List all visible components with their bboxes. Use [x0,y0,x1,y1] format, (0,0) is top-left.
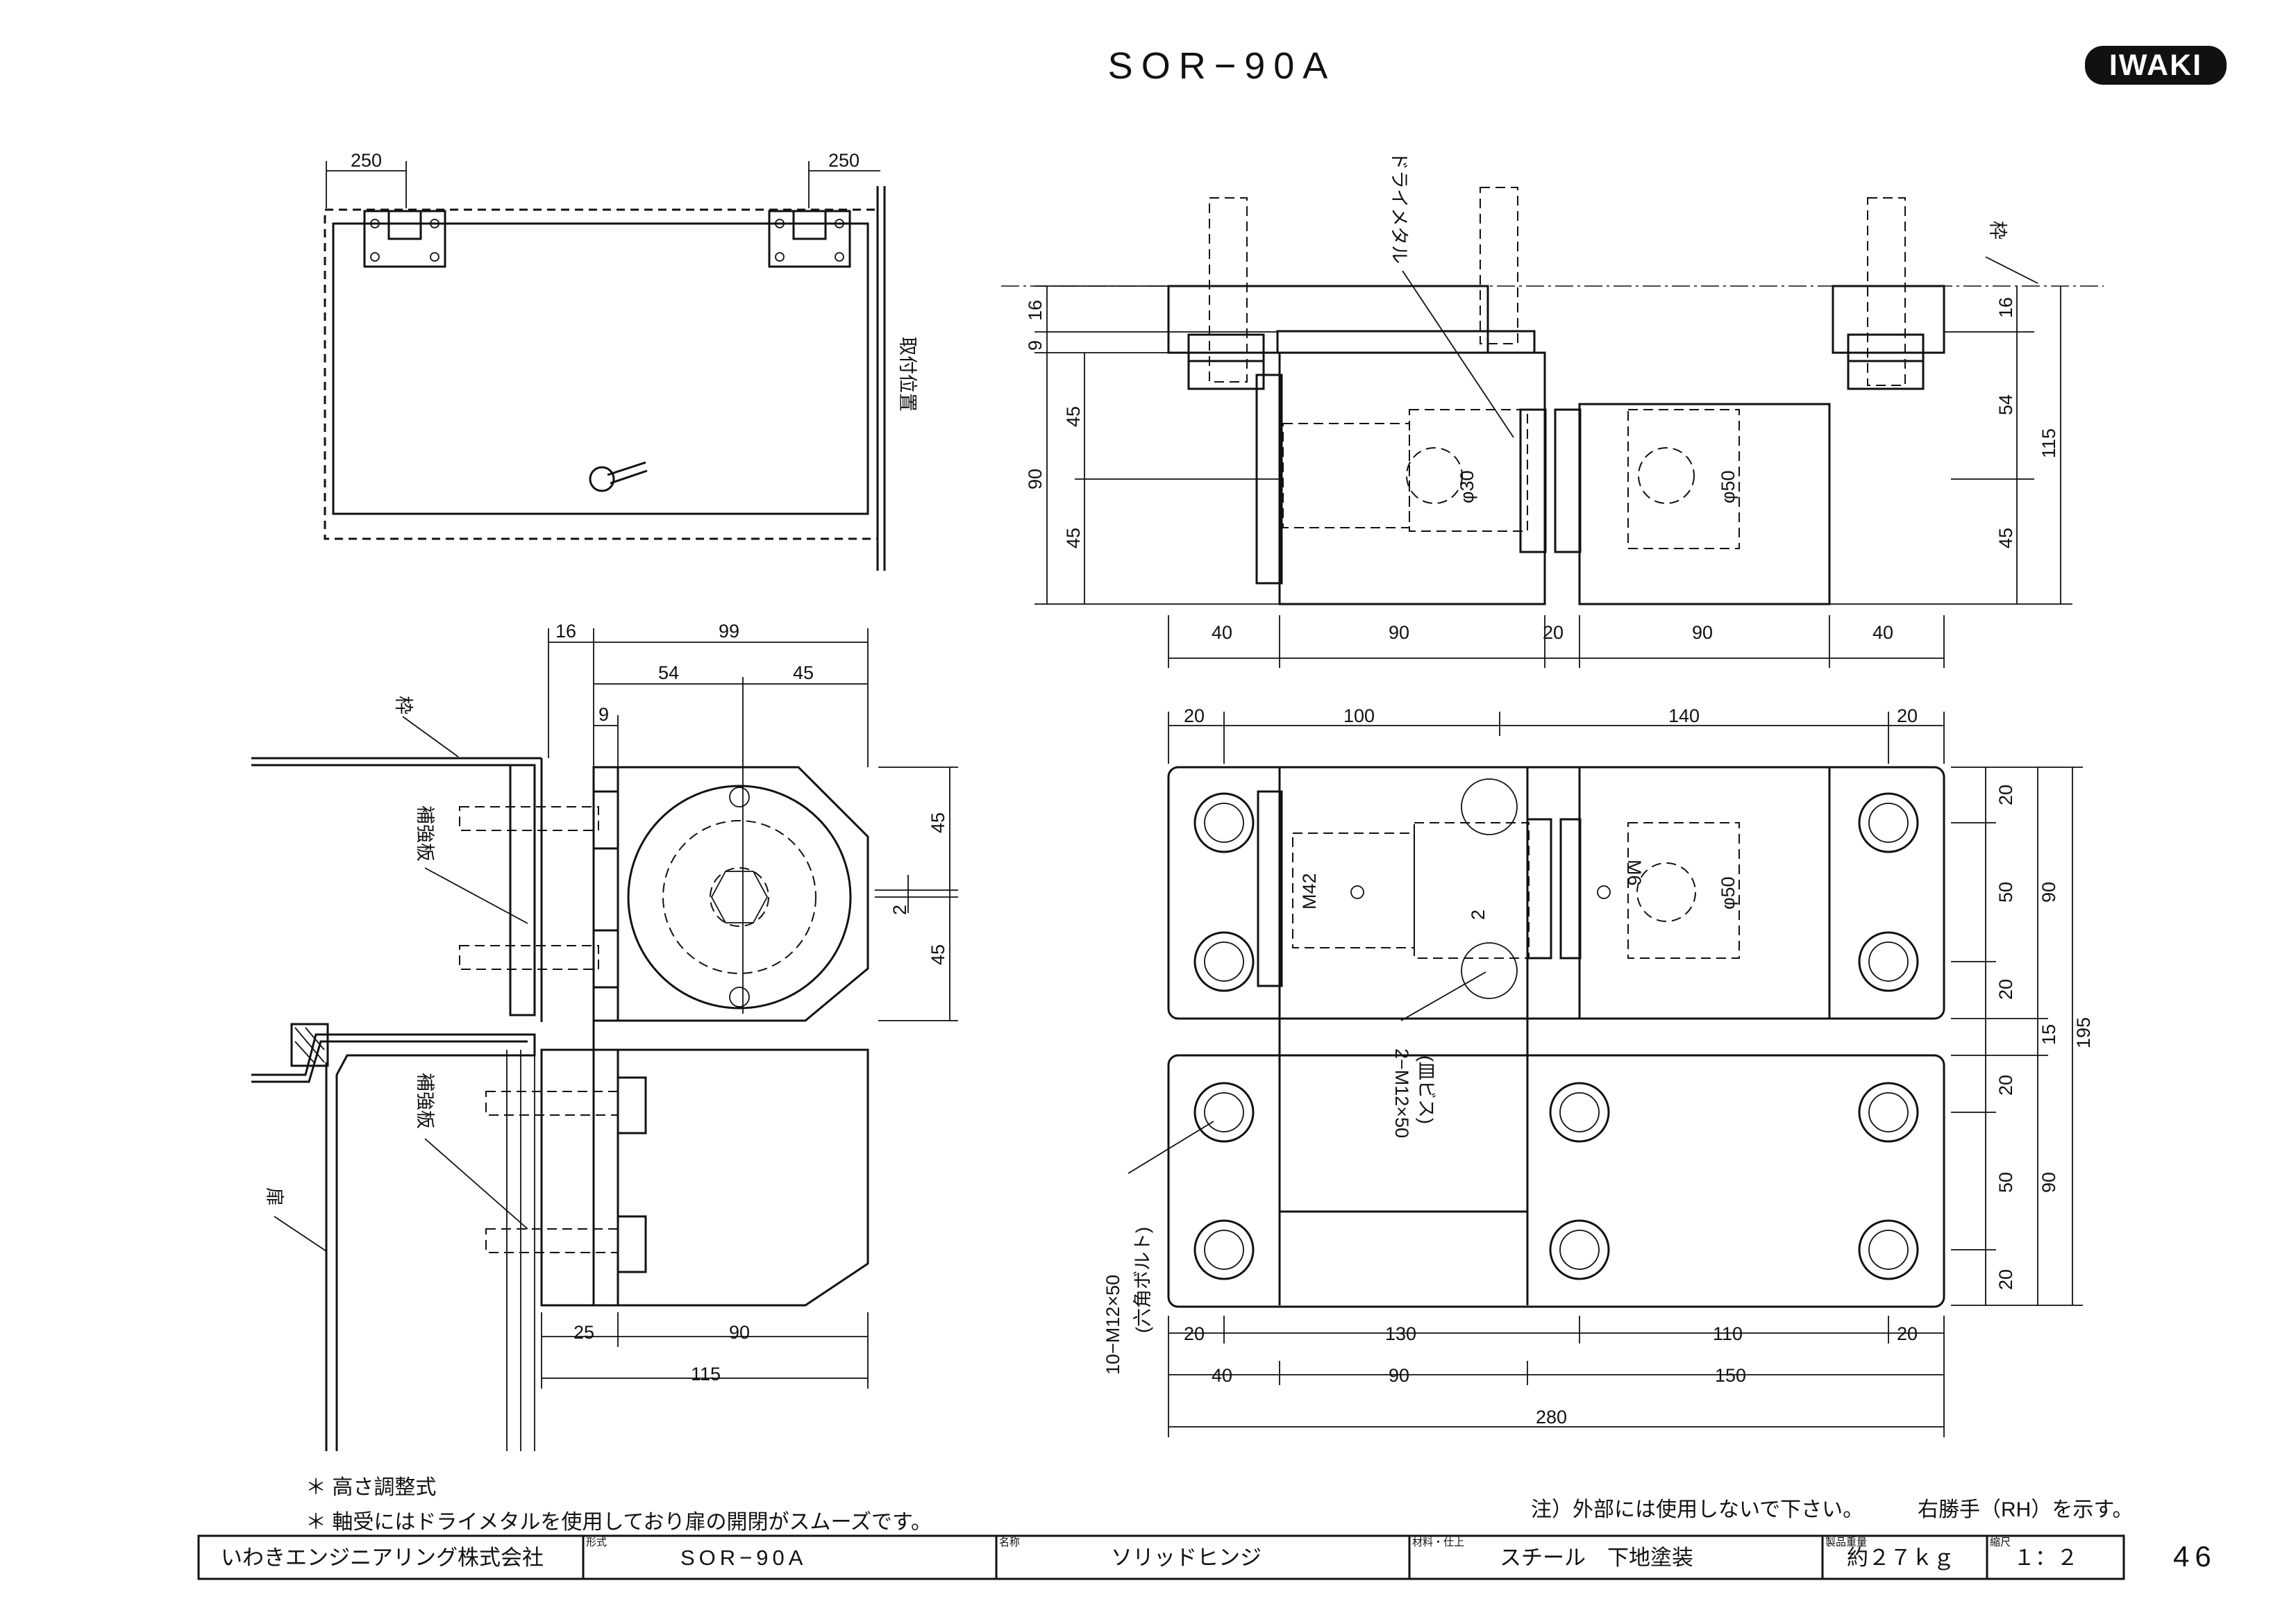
side-dim-45: 45 [793,662,814,683]
name-value: ソリッドヒンジ [1111,1546,1262,1570]
side-dim-115: 115 [691,1364,721,1384]
door-label: 扉 [264,1187,285,1206]
plan-dim-r-195: 195 [2073,1017,2094,1048]
plan-dim-2: 2 [1468,910,1489,920]
dry-metal-label: ドライメタル [1389,151,1409,264]
front-dim-left-45b: 45 [1063,528,1084,549]
side-dim-16: 16 [555,621,576,642]
plan-dim-b2-150: 150 [1715,1365,1746,1386]
plan-dim-b1-20b: 20 [1897,1323,1918,1344]
plan-dim-r-20d: 20 [1995,1269,2016,1290]
front-dim-left-9: 9 [1025,340,1046,351]
plan-dim-r-90b: 90 [2038,1172,2059,1193]
front-dim-20: 20 [1543,622,1564,643]
plan-dim-b2-40: 40 [1212,1365,1232,1386]
plan-dim-b1-110: 110 [1713,1323,1743,1344]
side-dim-99: 99 [719,621,739,642]
top-view: 250 250 取付位置 [324,150,918,571]
front-phi50: φ50 [1718,470,1738,503]
plan-dim-top-140: 140 [1668,705,1700,726]
front-phi30: φ30 [1457,470,1477,503]
front-dim-right-45: 45 [1995,528,2016,549]
material-caption: 材料・仕上 [1412,1537,1464,1548]
top-hinge-right [768,210,851,268]
scale-caption: 縮尺 [1990,1537,2011,1548]
plan-dim-r-20b: 20 [1995,979,2016,1000]
front-dim-40b: 40 [1872,622,1893,643]
plan-dim-top-100: 100 [1343,705,1375,726]
screw-callout-sub: (皿ビス) [1416,1055,1436,1124]
page-number: 46 [2173,1540,2217,1573]
side-dim-right-2: 2 [889,905,910,915]
side-dim-9: 9 [598,704,609,725]
model-value: SOR−90A [680,1546,807,1570]
title-block: いわきエンジニアリング株式会社 形式 SOR−90A 名称 ソリッドヒンジ 材料… [197,1534,2125,1580]
top-dim-right: 250 [828,150,860,171]
weight-value: 約２７ｋｇ [1847,1546,1954,1570]
front-dim-right-16: 16 [1995,297,2016,318]
front-dim-left-16: 16 [1025,300,1046,321]
top-dim-left: 250 [351,150,382,171]
model-caption: 形式 [586,1537,607,1548]
plan-dim-r-20a: 20 [1995,785,2016,805]
iwaki-logo: IWAKI [2085,46,2227,85]
hex-bolts [1193,792,1919,1280]
plan-dim-r-50a: 50 [1995,882,2016,903]
screw-callout: 2−M12×50 [1391,1048,1412,1138]
m6-label: M6 [1624,860,1645,886]
note-dry-metal: ＊ 軸受にはドライメタルを使用しており扉の開閉がスムーズです。 [305,1511,932,1534]
bolt-callout: 10−M12×50 [1103,1275,1123,1375]
scale-value: １：２ [2013,1546,2078,1570]
note-indoor-only: 注）外部には使用しないで下さい。 [1531,1498,1863,1521]
name-caption: 名称 [999,1537,1020,1548]
plan-dim-top-20b: 20 [1897,705,1918,726]
side-view: 16 99 54 45 9 45 2 45 25 90 115 枠 補強板 補強… [251,621,958,1451]
plan-view: 20 100 140 20 20 50 20 20 50 20 90 15 90… [1103,705,2094,1437]
front-view: 40 90 20 90 40 16 9 45 90 45 16 54 115 4… [1001,151,2104,668]
side-dim-25: 25 [573,1322,594,1343]
reinforcement-plate-label-1: 補強板 [414,805,435,862]
side-dim-right-45a: 45 [928,812,948,833]
plan-dim-r-15: 15 [2038,1024,2059,1045]
mount-position-label: 取付位置 [897,337,918,412]
front-dim-90a: 90 [1389,622,1409,643]
plan-dim-r-50b: 50 [1995,1172,2016,1193]
front-dim-left-45a: 45 [1063,406,1084,427]
note-height-adjustable: ＊ 高さ調整式 [305,1476,436,1499]
bolt-callout-sub: (六角ボルト) [1132,1227,1153,1333]
plan-dim-r-90a: 90 [2038,882,2059,903]
front-dim-right-54: 54 [1995,394,2016,415]
plan-phi50: φ50 [1718,876,1738,910]
reinforcement-plate-label-2: 補強板 [414,1073,435,1129]
material-value: スチール 下地塗装 [1500,1546,1693,1570]
weight-caption: 製品重量 [1825,1537,1867,1548]
side-frame-label: 枠 [393,696,414,714]
front-frame-label: 枠 [1987,221,2008,240]
side-dim-right-45b: 45 [928,944,948,965]
company-name: いわきエンジニアリング株式会社 [221,1546,544,1570]
top-hinge-left [363,210,446,268]
side-dim-54: 54 [658,662,679,683]
front-dim-left-90: 90 [1025,469,1046,489]
side-dim-90: 90 [729,1322,750,1343]
plan-dim-b1-20a: 20 [1184,1323,1205,1344]
front-dim-90b: 90 [1692,622,1713,643]
m42-label: M42 [1299,873,1320,910]
front-dim-40a: 40 [1212,622,1232,643]
note-right-hand: 右勝手（RH）を示す。 [1918,1498,2133,1521]
plan-dim-r-20c: 20 [1995,1075,2016,1096]
plan-dim-top-20a: 20 [1184,705,1205,726]
plan-dim-b3-280: 280 [1536,1407,1567,1428]
front-dim-right-115: 115 [2038,428,2059,458]
plan-dim-b2-90: 90 [1389,1365,1409,1386]
plan-dim-b1-130: 130 [1385,1323,1416,1344]
page-title: SOR−90A [1107,45,1336,87]
door-handle [589,461,648,492]
